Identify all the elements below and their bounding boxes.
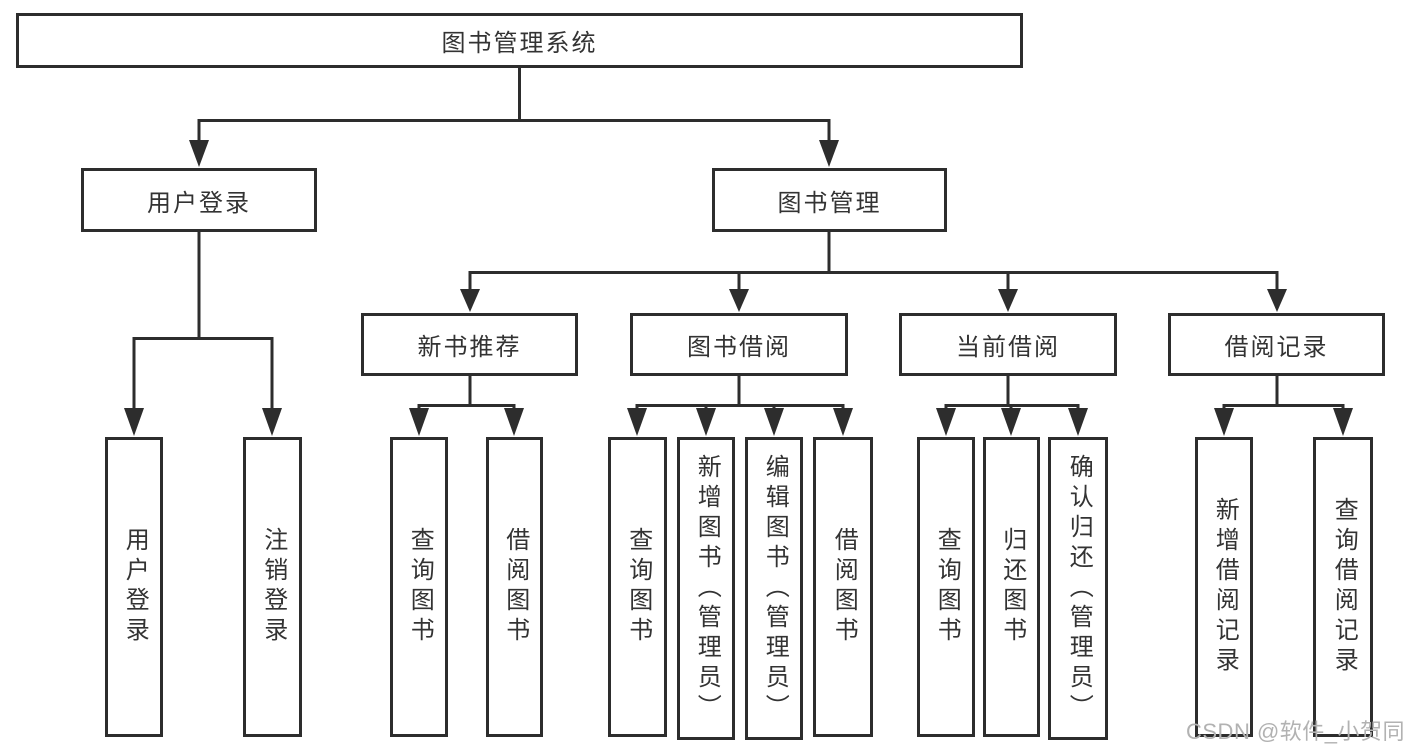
- node-book-borrowing: 图书借阅: [630, 313, 848, 376]
- node-label: 注销登录: [259, 527, 287, 647]
- node-label: 归还图书: [998, 527, 1026, 647]
- node-borrow-books-1: 借阅图书: [486, 437, 543, 737]
- node-label: 查询图书: [624, 527, 652, 647]
- node-library-management-system: 图书管理系统: [16, 13, 1023, 68]
- node-edit-books-admin: 编辑图书（管理员）: [745, 437, 803, 740]
- node-current-borrowing: 当前借阅: [899, 313, 1117, 376]
- node-label: 新增借阅记录: [1211, 497, 1239, 677]
- node-label: 当前借阅: [956, 334, 1060, 361]
- node-query-books-2: 查询图书: [608, 437, 667, 737]
- node-label: 新书推荐: [417, 334, 522, 361]
- node-label: 用户登录: [147, 189, 251, 217]
- node-label: 查询图书: [406, 527, 434, 647]
- node-borrowing-records: 借阅记录: [1168, 313, 1385, 376]
- node-logout: 注销登录: [243, 437, 302, 737]
- node-label: 图书管理系统: [441, 30, 598, 57]
- node-label: 查询图书: [933, 527, 961, 647]
- node-label: 借阅图书: [501, 527, 529, 647]
- node-label: 借阅图书: [830, 527, 858, 647]
- node-user-login-leaf: 用户登录: [105, 437, 163, 737]
- node-query-borrow-record: 查询借阅记录: [1313, 437, 1373, 737]
- node-book-management: 图书管理: [712, 168, 947, 232]
- node-label: 图书借阅: [687, 334, 791, 361]
- node-add-borrow-record: 新增借阅记录: [1195, 437, 1253, 737]
- node-query-books-1: 查询图书: [390, 437, 448, 737]
- node-label: 用户登录: [121, 527, 149, 647]
- node-confirm-return-admin: 确认归还（管理员）: [1048, 437, 1108, 740]
- node-return-books: 归还图书: [983, 437, 1040, 737]
- node-query-books-3: 查询图书: [917, 437, 975, 737]
- node-label: 编辑图书（管理员）: [761, 453, 789, 724]
- node-label: 新增图书（管理员）: [693, 453, 721, 724]
- node-add-books-admin: 新增图书（管理员）: [677, 437, 735, 740]
- node-user-login: 用户登录: [81, 168, 317, 232]
- node-label: 借阅记录: [1224, 334, 1329, 361]
- node-label: 查询借阅记录: [1330, 497, 1358, 677]
- node-label: 图书管理: [777, 189, 882, 217]
- node-borrow-books-2: 借阅图书: [813, 437, 873, 737]
- node-label: 确认归还（管理员）: [1065, 453, 1093, 724]
- node-new-book-recommendation: 新书推荐: [361, 313, 578, 376]
- csdn-watermark: CSDN @软件_小贺同学: [1186, 719, 1405, 744]
